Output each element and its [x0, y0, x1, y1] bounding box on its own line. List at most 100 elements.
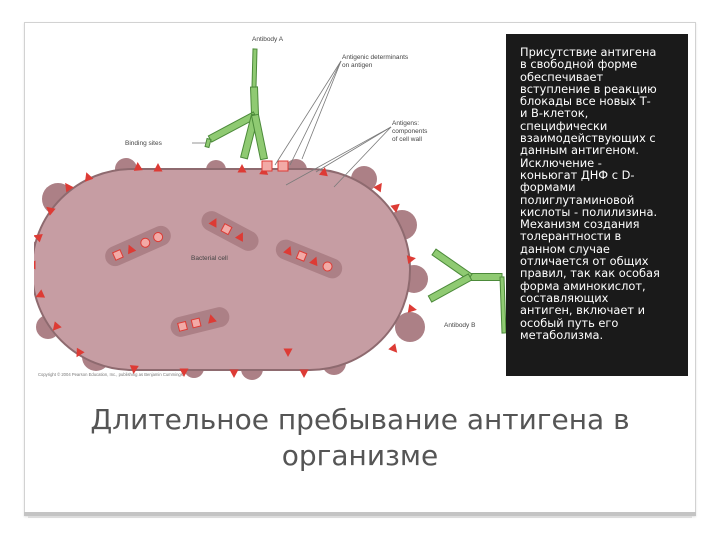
bacterial-cell-body [34, 168, 411, 371]
title-line: Длительное пребывание антигена в [90, 403, 630, 436]
text-line: Присутствие антигена [520, 45, 657, 59]
internal-antigen-square [177, 320, 188, 332]
label-bacterial-cell: Bacterial cell [191, 255, 228, 262]
internal-antigen-triangle [234, 232, 243, 242]
antigenic-determinant [261, 160, 273, 172]
antibody-segment [249, 86, 260, 116]
internal-antigen-triangle [309, 256, 318, 267]
text-line: и В-клеток, [520, 106, 589, 121]
text-line: форма аминокислот, [520, 278, 646, 293]
internal-antigen-circle [140, 237, 151, 248]
surface-antigen-spike [319, 167, 328, 177]
surface-antigen-spike [407, 304, 417, 313]
label-antigens-components: Antigens: components of cell wall [392, 120, 429, 143]
text-line: коньюгат ДНФ с D- [520, 167, 635, 182]
surface-antigen-spikes [34, 160, 417, 378]
antibody-segment [251, 48, 258, 88]
text-line: особый путь его [520, 315, 619, 330]
internal-antigen-square [220, 223, 233, 236]
bacterial-cell-diagram: Antibody A Antigenic determinants on ant… [34, 36, 506, 380]
label-antibody-b: Antibody B [444, 322, 475, 329]
surface-antigen-spike [52, 321, 62, 331]
surface-antigen-spike [76, 347, 85, 358]
internal-antigen-circle [153, 232, 164, 243]
surface-antigen-spike [129, 365, 139, 374]
internal-antigen-triangle [283, 246, 292, 256]
surface-antigen-spike [34, 234, 43, 243]
leader-line [315, 126, 392, 173]
internal-antigen-square [111, 249, 124, 261]
cell-wall-bump [395, 312, 425, 342]
leader-line [274, 60, 342, 166]
surface-antigen-spike [153, 163, 163, 172]
leader-line [301, 60, 342, 160]
text-line: в свободной форме [520, 57, 638, 72]
surface-antigen-spike [390, 203, 400, 213]
text-line: правил, так как особая [520, 266, 660, 281]
surface-antigen-spike [299, 369, 309, 378]
text-line: блокады все новых Т- [520, 94, 651, 109]
antigen-cluster [275, 239, 343, 279]
internal-antigen-circle [322, 261, 333, 272]
surface-antigen-spike [388, 343, 398, 353]
surface-antigen-spike [65, 182, 74, 193]
text-line: метаболизма. [520, 327, 604, 342]
surface-antigen-spike [35, 289, 46, 298]
surface-antigen-spike [237, 164, 247, 173]
text-line: данным антигеном. [520, 143, 640, 158]
internal-antigen-groups [105, 211, 343, 337]
surface-antigen-spike [133, 162, 143, 171]
frame-bottom-shadow [28, 516, 692, 518]
text-line: вступление в реакцию [520, 81, 657, 96]
surface-antigen-spike [46, 206, 56, 216]
antibodies [204, 48, 506, 334]
description-text: Присутствие антигена в свободной форме о… [520, 46, 684, 341]
label-binding-sites: Binding sites [125, 140, 163, 147]
surface-antigen-spike [34, 260, 36, 270]
description-panel [506, 34, 688, 376]
internal-antigen-triangle [208, 314, 217, 324]
text-line: полиглутаминовой [520, 192, 635, 207]
leader-line [289, 60, 342, 166]
antibody-segment [469, 273, 503, 281]
antigen-cluster [105, 225, 171, 267]
text-line: кислоты - полилизина. [520, 204, 658, 219]
text-line: отличается от общих [520, 254, 649, 269]
slide-title: Длительное пребывание антигена в организ… [40, 402, 680, 474]
text-line: данном случае [520, 241, 610, 256]
copyright-text: Copyright © 2004 Pearson Education, Inc.… [38, 372, 184, 377]
text-line: Исключение - [520, 155, 602, 170]
surface-antigen-spike [85, 172, 94, 182]
label-antigenic-determinants: Antigenic determinants on antigen [342, 54, 410, 69]
leader-line [333, 126, 392, 188]
text-line: формами [520, 180, 576, 195]
text-line: взаимодействующих с [520, 131, 656, 146]
antigen-cluster [201, 211, 259, 251]
antibody-segment [499, 276, 506, 334]
frame-bottom-edge [24, 512, 696, 516]
text-line: толерантности в [520, 229, 622, 244]
internal-antigen-triangle [128, 244, 137, 255]
text-line: специфически [520, 118, 608, 133]
label-antibody-a: Antibody A [252, 36, 284, 43]
antigen-cluster [170, 307, 230, 337]
title-line: организме [281, 439, 439, 472]
text-line: обеспечивает [520, 69, 604, 84]
internal-antigen-triangle [208, 218, 217, 228]
leader-line [285, 126, 392, 186]
antibody-segment [250, 113, 269, 161]
antibody-segment [204, 137, 212, 149]
antigenic-determinant [277, 160, 289, 172]
internal-antigen-square [295, 250, 308, 262]
surface-antigen-spike [179, 368, 189, 377]
leader-lines [192, 60, 392, 188]
surface-antigen-spike [283, 348, 293, 357]
surface-antigen-spike [229, 369, 239, 378]
text-line: антиген, включает и [520, 303, 645, 318]
text-line: Механизм создания [520, 217, 640, 232]
surface-antigen-spike [406, 255, 416, 264]
surface-antigen-spike [373, 182, 382, 193]
internal-antigen-square [190, 317, 202, 329]
antibody-segment [427, 273, 473, 303]
text-line: составляющих [520, 290, 609, 305]
